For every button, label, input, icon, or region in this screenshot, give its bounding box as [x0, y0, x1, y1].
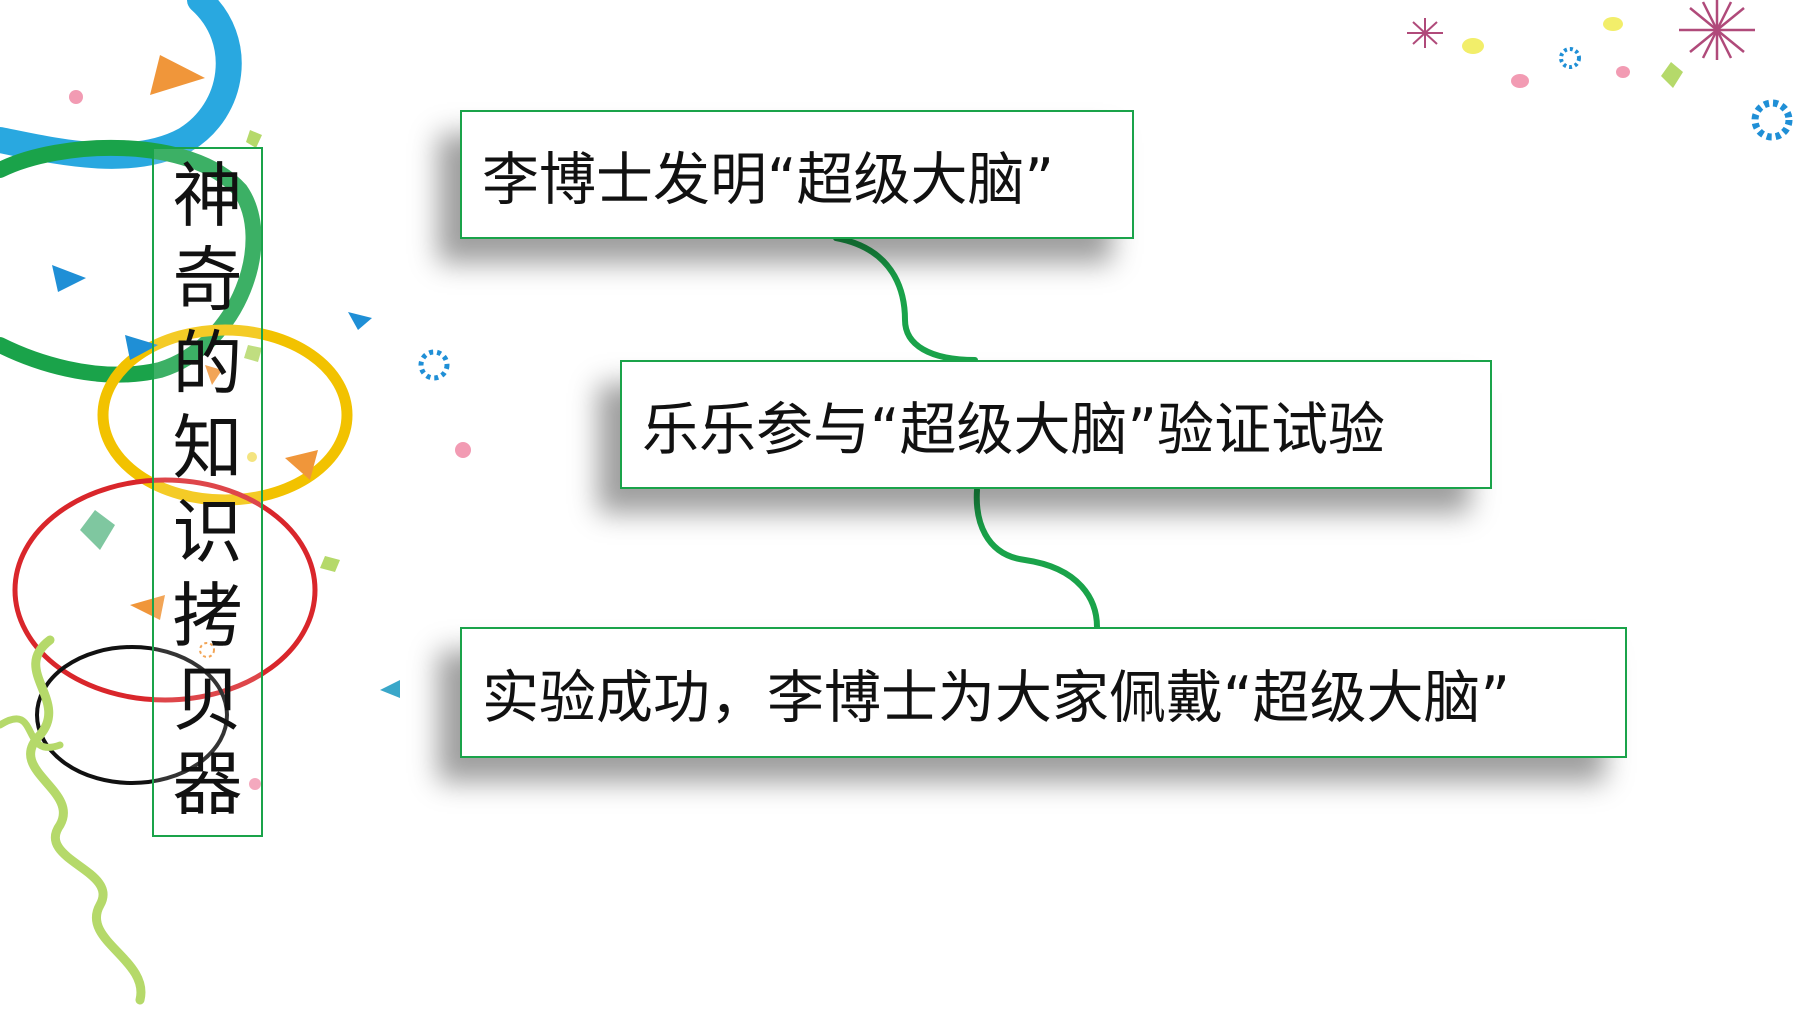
- blue-starburst-icon: [418, 349, 450, 381]
- title-char: 奇: [172, 239, 243, 321]
- green-diamond: [80, 510, 115, 550]
- green-ribbon: [0, 139, 262, 383]
- step-text: 李博士发明“超级大脑”: [482, 146, 1055, 213]
- step-box-3: 实验成功，李博士为大家佩戴“超级大脑”: [460, 627, 1627, 758]
- pink-starburst-icon: [1407, 18, 1443, 48]
- red-ring: [12, 477, 318, 703]
- pink-dot: [69, 90, 83, 104]
- blue-triangle: [125, 335, 158, 360]
- lime-squiggle: [26, 635, 146, 1005]
- step-box-2: 乐乐参与“超级大脑”验证试验: [620, 360, 1492, 489]
- orange-star-icon: [199, 642, 215, 658]
- lime-diamond: [244, 345, 262, 362]
- black-ring: [35, 645, 229, 785]
- yellow-ring: [97, 324, 353, 506]
- yellow-dot: [247, 452, 257, 462]
- blue-triangle: [348, 312, 372, 330]
- pink-dot: [455, 442, 471, 458]
- step-text: 实验成功，李博士为大家佩戴“超级大脑”: [482, 664, 1511, 731]
- pink-dot: [1616, 66, 1630, 78]
- teal-triangle: [380, 680, 400, 698]
- step-text: 乐乐参与“超级大脑”验证试验: [642, 396, 1386, 463]
- blue-starburst-icon: [1559, 47, 1581, 69]
- lime-diamond: [320, 556, 340, 572]
- pink-starburst-icon: [1679, 0, 1755, 60]
- yellow-dot: [1462, 38, 1484, 54]
- vertical-title: 神 奇 的 知 识 拷 贝 器: [152, 147, 263, 837]
- blue-starburst-icon: [1751, 99, 1793, 141]
- orange-triangle: [285, 450, 318, 480]
- lime-diamond: [1661, 62, 1683, 88]
- orange-triangle: [130, 595, 165, 620]
- title-char: 器: [172, 743, 243, 825]
- title-char: 神: [172, 155, 243, 237]
- step-box-1: 李博士发明“超级大脑”: [460, 110, 1134, 239]
- title-char: 识: [172, 491, 243, 573]
- title-char: 贝: [172, 659, 243, 741]
- orange-diamond: [205, 365, 222, 385]
- pink-dot: [1511, 74, 1529, 88]
- orange-triangle: [150, 55, 205, 95]
- yellow-dot: [1603, 17, 1623, 31]
- title-char: 拷: [172, 575, 243, 657]
- title-char: 知: [172, 407, 243, 489]
- lime-squiggle-2: [0, 715, 64, 751]
- pink-dot: [249, 778, 261, 790]
- blue-triangle: [52, 265, 86, 292]
- title-char: 的: [172, 323, 243, 405]
- lime-diamond: [246, 130, 262, 148]
